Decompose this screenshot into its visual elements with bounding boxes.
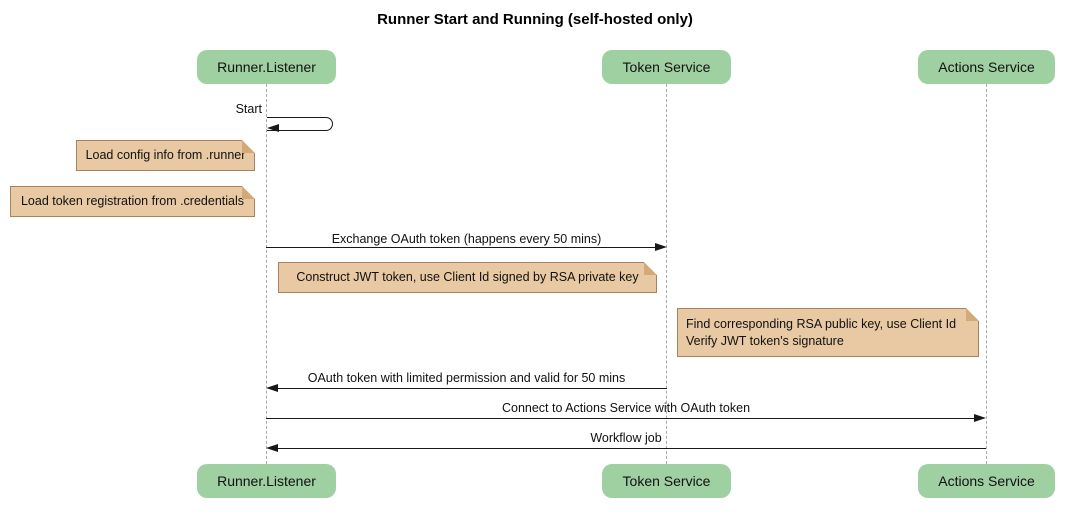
- arrowhead-left-icon: [267, 124, 279, 132]
- participant-token-service-top: Token Service: [602, 50, 731, 84]
- arrowhead-left-icon: [266, 384, 278, 392]
- participant-label: Actions Service: [938, 59, 1035, 75]
- message-line: [266, 418, 975, 420]
- participant-actions-service-top: Actions Service: [918, 50, 1055, 84]
- participant-label: Actions Service: [938, 473, 1035, 489]
- note-line: Construct JWT token, use Client Id signe…: [296, 270, 639, 284]
- message-label-connect-actions: Connect to Actions Service with OAuth to…: [501, 401, 751, 415]
- message-line: [278, 448, 986, 450]
- note-line: Load config info from .runner: [85, 148, 246, 162]
- note-load-config: Load config info from .runner: [76, 140, 255, 171]
- lifeline-runner-listener: [266, 84, 267, 464]
- lifeline-actions-service: [986, 84, 987, 464]
- participant-label: Runner.Listener: [217, 473, 316, 489]
- message-label-exchange-oauth: Exchange OAuth token (happens every 50 m…: [331, 232, 602, 246]
- self-arrow-start: [267, 117, 333, 131]
- participant-label: Token Service: [622, 473, 711, 489]
- note-line: Load token registration from .credential…: [20, 194, 245, 208]
- note-line: Find corresponding RSA public key, use C…: [686, 316, 957, 331]
- note-line: Verify JWT token's signature: [686, 333, 844, 348]
- message-line: [266, 247, 656, 249]
- message-label-workflow-job: Workflow job: [590, 431, 662, 445]
- arrowhead-left-icon: [266, 444, 278, 452]
- participant-label: Runner.Listener: [217, 59, 316, 75]
- note-construct-jwt: Construct JWT token, use Client Id signe…: [278, 262, 657, 293]
- note-verify-jwt: Find corresponding RSA public key, use C…: [677, 308, 979, 357]
- message-label-oauth-token-return: OAuth token with limited permission and …: [307, 371, 626, 385]
- lifeline-token-service: [666, 84, 667, 464]
- participant-runner-listener-bottom: Runner.Listener: [197, 464, 336, 498]
- participant-label: Token Service: [622, 59, 711, 75]
- message-line: [277, 388, 667, 390]
- diagram-title: Runner Start and Running (self-hosted on…: [377, 11, 693, 28]
- note-load-token-registration: Load token registration from .credential…: [10, 186, 255, 217]
- participant-token-service-bottom: Token Service: [602, 464, 731, 498]
- message-label-start: Start: [235, 102, 262, 116]
- participant-actions-service-bottom: Actions Service: [918, 464, 1055, 498]
- arrowhead-right-icon: [655, 243, 667, 251]
- participant-runner-listener-top: Runner.Listener: [197, 50, 336, 84]
- arrowhead-right-icon: [974, 414, 986, 422]
